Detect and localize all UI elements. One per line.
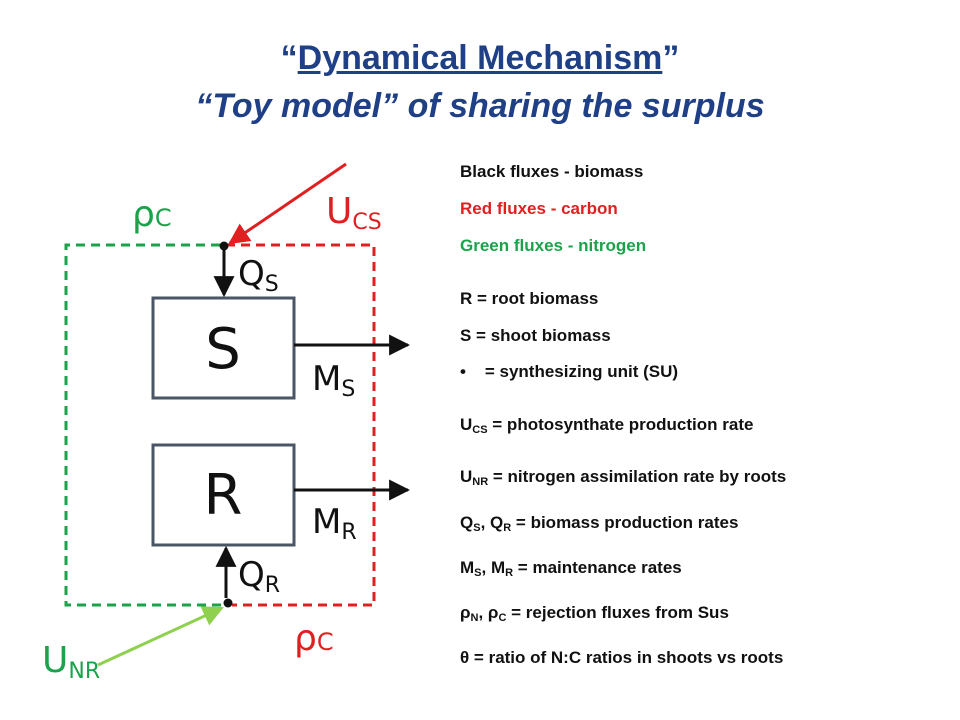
ms-label: MS [312,359,355,402]
shoot-box [151,296,296,400]
ucs-label: UCS [326,191,382,235]
legend-red-fluxes: Red fluxes - carbon [460,199,618,218]
legend-unr: UNR = nitrogen assimilation rate by root… [460,467,787,488]
rho-c-top: ρC [132,194,172,235]
box-s-label: S [205,317,241,382]
title-line-2: “Toy model” of sharing the surplus [195,87,765,125]
qs-label: QS [238,254,279,297]
legend-root-biomass: R = root biomass [460,289,599,308]
legend-rejection-fluxes: ρN, ρC = rejection fluxes from Sus [460,603,729,624]
legend-ucs: UCS = photosynthate production rate [460,415,754,436]
mr-label: MR [312,502,357,545]
open-quote: “ [280,39,298,77]
ucs-arrow [228,162,347,245]
legend-shoot-biomass: S = shoot biomass [460,326,611,345]
root-box [151,443,296,547]
legend-q-rates: QS, QR = biomass production rates [460,513,739,534]
box-r-label: R [204,463,243,528]
rho-c-bottom: ρC [294,618,334,659]
su-dot-top [219,241,229,251]
su-dot-bottom [223,598,233,608]
red-dashed-loop [226,243,376,607]
title-line-1: “Dynamical Mechanism” [0,38,960,78]
green-dashed-loop [64,243,226,607]
unr-label: UNR [42,640,100,684]
legend-m-rates: MS, MR = maintenance rates [460,558,682,579]
qr-label: QR [238,555,280,598]
unr-arrow [97,606,224,667]
legend-black-fluxes: Black fluxes - biomass [460,162,644,181]
legend-green-fluxes: Green fluxes - nitrogen [460,236,647,255]
bullet-icon: • [460,362,466,381]
legend-synthesizing-unit: • = synthesizing unit (SU) [460,362,679,381]
title-dynamical-mechanism: Dynamical Mechanism [297,39,663,77]
legend-theta: θ = ratio of N:C ratios in shoots vs roo… [460,648,784,667]
close-quote: ” [662,39,680,77]
